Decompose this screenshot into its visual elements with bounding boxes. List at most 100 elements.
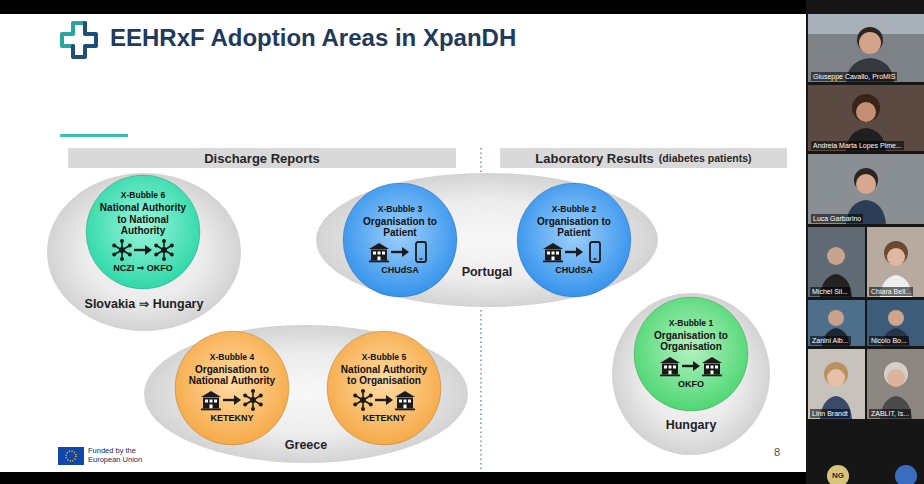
- bubble-id: X-Bubble 1: [669, 319, 713, 329]
- bubble-circle: [516, 182, 632, 298]
- participant-video: [808, 14, 924, 82]
- bubble-id: X-Bubble 5: [362, 353, 406, 363]
- label-holder: Funded by the European Union: [88, 447, 158, 464]
- group-label: Hungary: [611, 418, 771, 432]
- group-ellipse: [612, 293, 770, 455]
- title-holder: EEHRxF Adoption Areas in XpanDH: [110, 24, 516, 52]
- label-holder: ZABLIT, Is...: [869, 409, 911, 418]
- bubble-id: X-Bubble 2: [552, 205, 596, 215]
- group-ellipse: [47, 173, 241, 331]
- partner-codes: KETEKNY: [210, 413, 253, 423]
- participant-video: [808, 300, 865, 346]
- participant-avatar: [895, 465, 917, 484]
- participant-name: Luca Garbarino: [811, 214, 863, 223]
- bubble-circle: [326, 330, 442, 446]
- exchange-bubble: X-Bubble 3Organisation to PatientCHUdSA: [342, 182, 458, 298]
- exchange-bubble: X-Bubble 2Organisation to PatientCHUdSA: [516, 182, 632, 298]
- exchange-bubble: X-Bubble 5National Authority to Organisa…: [326, 330, 442, 446]
- participant-name: Zanini Alb...: [810, 336, 851, 345]
- participant-video: [867, 349, 924, 419]
- participant-video: [808, 349, 865, 419]
- label-holder: Linn Brandt: [810, 409, 850, 418]
- country-group: Hungary X-Bubble 1Organisation to Organis…: [611, 292, 771, 456]
- bubble-circle: [343, 183, 457, 297]
- title-rule: [60, 134, 128, 137]
- label-holder: Nicolo Bo...: [869, 336, 909, 345]
- group-label: Slovakia ⇒ Hungary: [46, 296, 242, 311]
- bubble-id: X-Bubble 4: [210, 353, 254, 363]
- section-header: Discharge Reports: [68, 148, 456, 168]
- slide: [0, 14, 806, 472]
- project-logo: [62, 23, 96, 57]
- bubble-circle: [517, 183, 631, 297]
- bubble-circle: [175, 331, 289, 445]
- participant-name: Michel Sil...: [810, 287, 850, 296]
- group-label: Greece: [143, 438, 469, 452]
- bubble-id: X-Bubble 6: [121, 191, 165, 201]
- participant-video: [808, 154, 924, 224]
- funding-note: Funded by the European Union: [88, 447, 158, 464]
- exchange-icon: [111, 239, 175, 261]
- bubble-id: X-Bubble 3: [378, 205, 422, 215]
- label-holder: Andreia Marta Lopes Pime...: [811, 141, 904, 150]
- bubble-circle: [342, 182, 458, 298]
- exchange-type: Organisation to National Authority: [186, 364, 278, 386]
- bubble-circle: [633, 296, 749, 412]
- label-holder: Chiara Bell...: [869, 287, 913, 296]
- participant-name: Linn Brandt: [810, 409, 850, 418]
- section-header: Laboratory Results (diabetes patients): [500, 148, 787, 168]
- group-ellipse: [316, 173, 658, 307]
- avatar-initials: NG: [827, 471, 849, 481]
- label-holder: NG: [827, 471, 849, 481]
- bubble-circle: [327, 331, 441, 445]
- participant-video: [867, 300, 924, 346]
- video-panel: [806, 0, 924, 484]
- label-holder: 8: [774, 446, 780, 458]
- exchange-type: National Authority to Organisation: [338, 364, 430, 386]
- group-ellipse: [144, 325, 468, 463]
- label-holder: Michel Sil...: [810, 287, 850, 296]
- exchange-type: National Authority to National Authority: [97, 202, 189, 236]
- exchange-bubble: X-Bubble 1Organisation to OrganisationOK…: [633, 296, 749, 412]
- exchange-icon: [352, 389, 416, 411]
- header-text: Discharge Reports: [204, 151, 320, 166]
- participant-name: ZABLIT, Is...: [869, 409, 911, 418]
- participant-name: Nicolo Bo...: [869, 336, 909, 345]
- exchange-icon: [200, 389, 264, 411]
- partner-codes: OKFO: [678, 379, 704, 389]
- exchange-bubble: X-Bubble 6National Authority to National…: [85, 174, 201, 290]
- exchange-icon: [659, 355, 723, 377]
- label-holder: Zanini Alb...: [810, 336, 851, 345]
- header-text: Laboratory Results: [535, 151, 653, 166]
- participant-video: [867, 227, 924, 297]
- bubble-circle: [86, 175, 200, 289]
- bubble-circle: [174, 330, 290, 446]
- slide-title: EEHRxF Adoption Areas in XpanDH: [110, 24, 516, 52]
- exchange-icon: [542, 241, 606, 263]
- partner-codes: NCZI ⇒ OKFO: [113, 263, 173, 273]
- country-group: Slovakia ⇒ Hungary X-Bubble 6National Aut…: [46, 172, 242, 332]
- participant-video: [808, 85, 924, 151]
- bubble-circle: [634, 297, 748, 411]
- participant-video: [808, 227, 865, 297]
- partner-codes: CHUdSA: [555, 265, 593, 275]
- exchange-icon: [368, 241, 432, 263]
- partner-codes: KETEKNY: [362, 413, 405, 423]
- header-text: (diabetes patients): [659, 152, 752, 164]
- label-holder: Giuseppe Cavallo, ProMIS: [811, 72, 897, 81]
- partner-codes: CHUdSA: [381, 265, 419, 275]
- participant-name: Giuseppe Cavallo, ProMIS: [811, 72, 897, 81]
- eu-flag: [58, 447, 84, 465]
- participant-name: Chiara Bell...: [869, 287, 913, 296]
- page-number: 8: [774, 446, 780, 458]
- participant-avatar: [827, 465, 849, 484]
- country-group: PortugalX-Bubble 3Organisation to Patien…: [315, 172, 659, 308]
- country-group: GreeceX-Bubble 4Organisation to National…: [143, 324, 469, 464]
- exchange-type: Organisation to Organisation: [645, 330, 737, 352]
- exchange-type: Organisation to Patient: [528, 216, 620, 238]
- participant-name: Andreia Marta Lopes Pime...: [811, 141, 904, 150]
- exchange-bubble: X-Bubble 4Organisation to National Autho…: [174, 330, 290, 446]
- exchange-type: Organisation to Patient: [354, 216, 446, 238]
- label-holder: Luca Garbarino: [811, 214, 863, 223]
